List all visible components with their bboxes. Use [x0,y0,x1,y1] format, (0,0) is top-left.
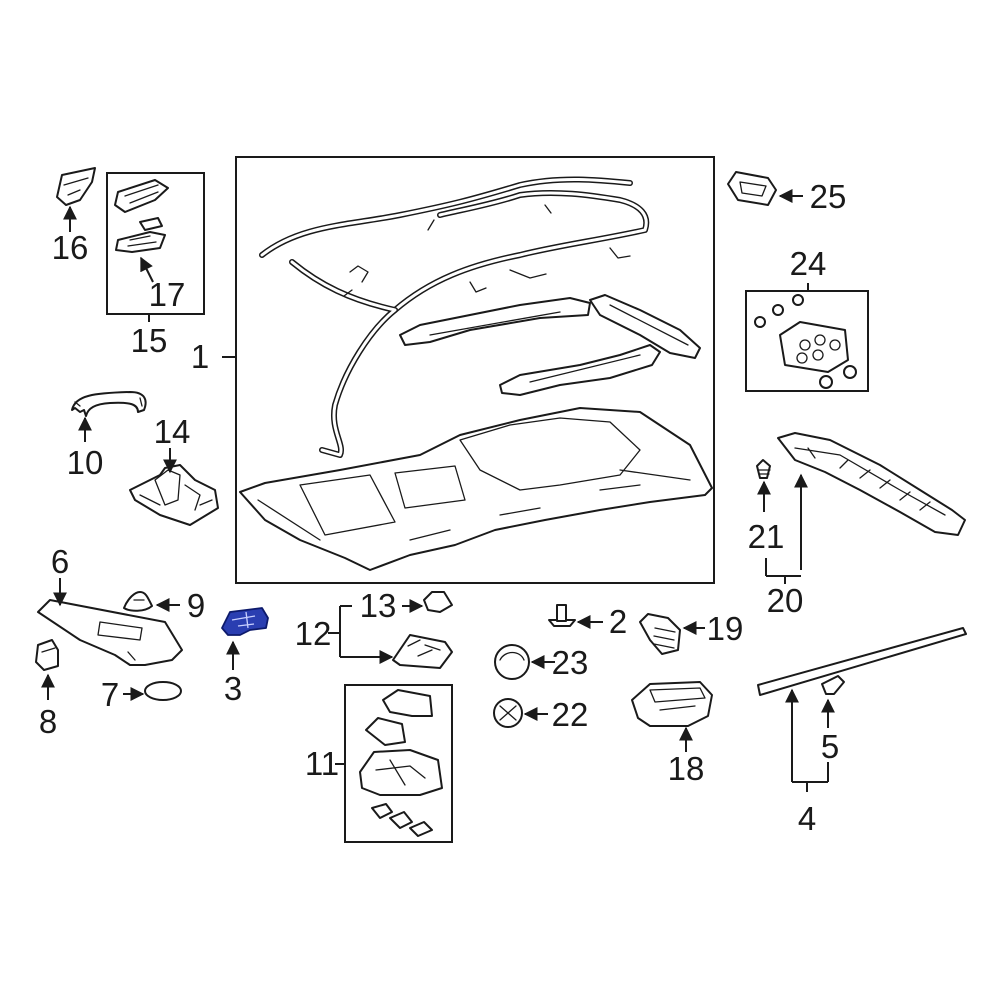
part-8-visor-holder[interactable] [35,639,59,671]
callout-1: 1 [191,338,209,375]
part-15-box [106,172,205,315]
part-23-cap[interactable] [494,644,530,680]
part-11-console-parts[interactable] [359,689,443,837]
callout-8: 8 [39,703,57,740]
headliner-assembly-box [235,156,715,584]
wire-harness[interactable] [259,176,650,458]
part-24-lamp-assembly[interactable] [754,294,857,389]
part-25-lamp[interactable] [727,171,777,206]
part-15-lamp[interactable] [114,179,169,231]
part-19-connector[interactable] [639,613,681,655]
part-18-lamp[interactable] [631,681,713,727]
part-9-visor-bracket[interactable] [123,591,153,612]
part-3-clip-highlighted[interactable] [221,607,269,636]
callout-22: 22 [552,696,589,733]
part-12-lamp-base[interactable] [392,634,453,669]
callout-12: 12 [295,615,332,652]
callout-24: 24 [790,245,827,282]
part-13-cover[interactable] [423,591,453,613]
callout-6: 6 [51,543,69,580]
callout-25: 25 [810,178,847,215]
part-2-pin[interactable] [548,604,576,627]
part-14-console[interactable] [129,464,219,526]
part-22-cap[interactable] [493,698,523,728]
part-21-clip[interactable] [756,459,771,479]
callout-21: 21 [748,518,785,555]
part-7-cap[interactable] [144,681,182,701]
callout-9: 9 [187,587,205,624]
callout-7: 7 [101,676,119,713]
part-24-box [745,290,869,392]
callout-23: 23 [552,644,589,681]
part-6-sun-visor[interactable] [37,599,183,666]
part-5-clip[interactable] [821,675,845,695]
part-20-rail[interactable] [777,432,966,536]
callout-18: 18 [668,750,705,787]
headliner-panel[interactable] [239,407,713,571]
part-16-bracket[interactable] [56,167,96,206]
callout-16: 16 [52,229,89,266]
part-4-moulding[interactable] [757,627,967,696]
callout-4: 4 [798,800,816,837]
callout-15: 15 [131,322,168,359]
callout-2: 2 [609,603,627,640]
callout-17: 17 [149,276,186,313]
callout-10: 10 [67,444,104,481]
callout-13: 13 [360,587,397,624]
headliner-brackets[interactable] [399,294,701,396]
callout-3: 3 [224,670,242,707]
part-17-bracket[interactable] [115,231,166,253]
callout-20: 20 [767,582,804,619]
callout-14: 14 [154,413,191,450]
callout-11: 11 [305,745,339,782]
callout-5: 5 [821,728,839,765]
part-10-assist-grip[interactable] [71,391,147,417]
callout-19: 19 [707,610,744,647]
